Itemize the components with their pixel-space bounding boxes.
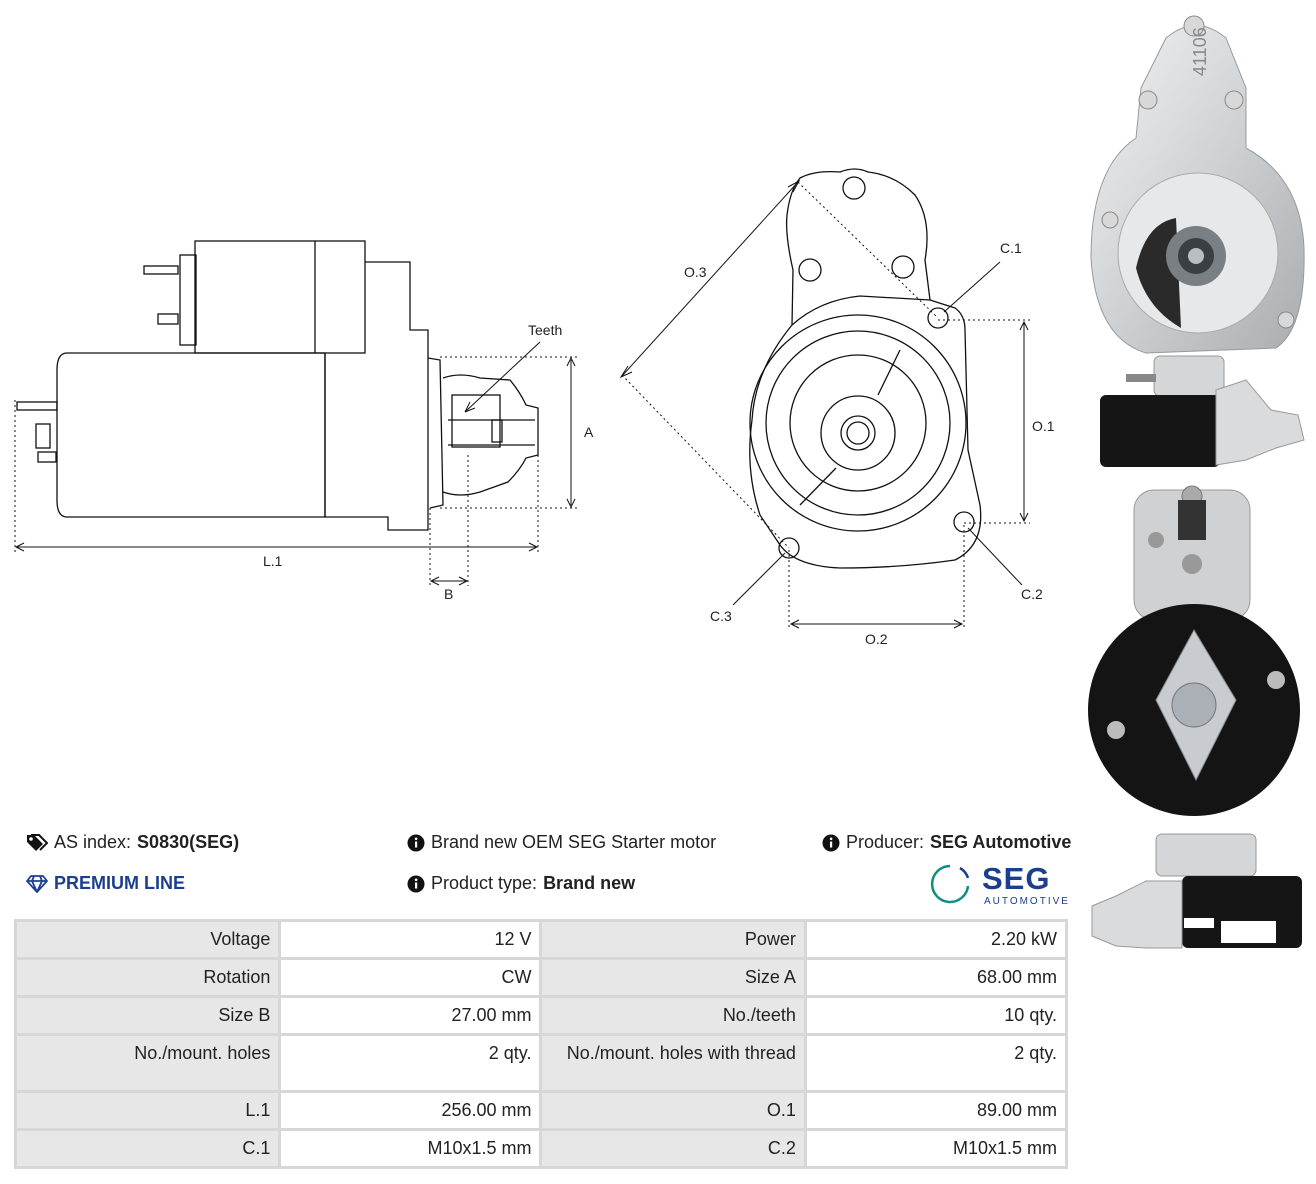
spec-label: L.1: [17, 1093, 279, 1128]
photo-rear: [1086, 480, 1308, 820]
spec-value: 89.00 mm: [806, 1093, 1065, 1128]
table-row: Voltage 12 V Power 2.20 kW: [17, 922, 1065, 957]
front-view: [749, 168, 982, 569]
table-row: Size B 27.00 mm No./teeth 10 qty.: [17, 998, 1065, 1033]
product-type-label: Product type:: [431, 873, 538, 893]
spec-label: Rotation: [17, 960, 279, 995]
photo-front-flange: 41106: [1086, 8, 1308, 356]
table-row: No./mount. holes 2 qty. No./mount. holes…: [17, 1036, 1065, 1090]
spec-value: 2 qty.: [806, 1036, 1065, 1090]
label-c3: C.3: [710, 608, 732, 624]
label-c2: C.2: [1021, 586, 1043, 602]
info-icon: [407, 875, 425, 893]
as-index-label: AS index:: [54, 832, 132, 852]
spec-value: M10x1.5 mm: [806, 1131, 1065, 1166]
info-icon: [822, 834, 840, 852]
spec-value: 68.00 mm: [806, 960, 1065, 995]
info-icon: [407, 834, 425, 852]
producer-value: SEG Automotive: [930, 832, 1072, 852]
label-o3: O.3: [684, 264, 707, 280]
spec-value: 256.00 mm: [281, 1093, 540, 1128]
premium-line: PREMIUM LINE: [26, 873, 185, 894]
label-b: B: [444, 586, 453, 602]
producer: Producer: SEG Automotive: [822, 832, 1071, 853]
spec-label: No./mount. holes: [17, 1036, 279, 1090]
spec-label: Size B: [17, 998, 279, 1033]
description-text: Brand new OEM SEG Starter motor: [431, 832, 717, 852]
label-c1: C.1: [1000, 240, 1022, 256]
spec-value: M10x1.5 mm: [281, 1131, 540, 1166]
technical-drawing: Teeth A B L.1 O.1 O.2 O.3 C.1 C.2 C.3: [14, 168, 1055, 647]
producer-label: Producer:: [846, 832, 925, 852]
spec-label: O.1: [542, 1093, 804, 1128]
seg-automotive-logo: SEG AUTOMOTIVE: [930, 860, 1070, 908]
premium-line-text: PREMIUM LINE: [54, 873, 186, 893]
logo-wordmark: SEG: [982, 861, 1050, 896]
spec-label: Power: [542, 922, 804, 957]
table-row: Rotation CW Size A 68.00 mm: [17, 960, 1065, 995]
spec-table: Voltage 12 V Power 2.20 kW Rotation CW S…: [14, 919, 1068, 1169]
spec-value: CW: [281, 960, 540, 995]
label-a: A: [584, 424, 594, 440]
diamond-icon: [26, 874, 48, 893]
spec-label: C.1: [17, 1131, 279, 1166]
logo-sub: AUTOMOTIVE: [984, 896, 1070, 907]
as-index: AS index: S0830(SEG): [26, 832, 239, 853]
label-l1: L.1: [263, 553, 283, 569]
spec-value: 10 qty.: [806, 998, 1065, 1033]
tag-icon: [26, 833, 48, 853]
spec-label: C.2: [542, 1131, 804, 1166]
spec-value: 12 V: [281, 922, 540, 957]
product-type-value: Brand new: [543, 873, 636, 893]
side-view: [16, 240, 539, 531]
spec-label: Voltage: [17, 922, 279, 957]
spec-label: Size A: [542, 960, 804, 995]
table-row: C.1 M10x1.5 mm C.2 M10x1.5 mm: [17, 1131, 1065, 1166]
front-dimensions: [619, 179, 1030, 630]
product-type: Product type: Brand new: [407, 873, 635, 894]
spec-label: No./mount. holes with thread: [542, 1036, 804, 1090]
label-o2: O.2: [865, 631, 888, 647]
product-photos: 41106: [1086, 0, 1316, 1184]
table-row: L.1 256.00 mm O.1 89.00 mm: [17, 1093, 1065, 1128]
photo-side-label: [1086, 826, 1308, 956]
housing-stamp: 41106: [1190, 27, 1210, 76]
side-dimensions: [14, 341, 578, 586]
spec-value: 2 qty.: [281, 1036, 540, 1090]
spec-value: 27.00 mm: [281, 998, 540, 1033]
label-teeth: Teeth: [528, 322, 562, 338]
spec-value: 2.20 kW: [806, 922, 1065, 957]
photo-side: [1086, 350, 1308, 475]
spec-label: No./teeth: [542, 998, 804, 1033]
label-o1: O.1: [1032, 418, 1055, 434]
as-index-value: S0830(SEG): [137, 832, 240, 852]
description: Brand new OEM SEG Starter motor: [407, 832, 716, 853]
